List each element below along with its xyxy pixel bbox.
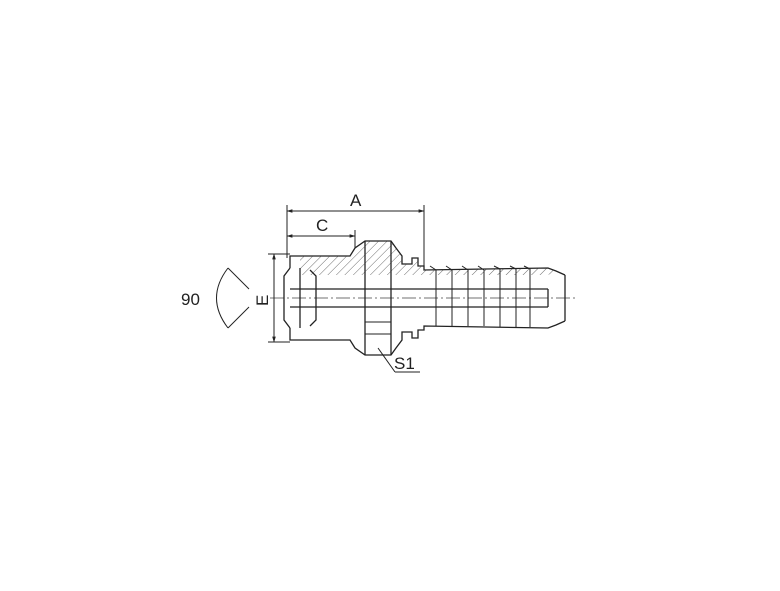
section-hatch: [300, 241, 556, 275]
dimension-e: E: [253, 253, 290, 343]
dimension-c: C: [286, 216, 356, 248]
dimension-a: A: [286, 191, 425, 266]
dimension-a-label: A: [350, 191, 362, 210]
dimension-e-label: E: [253, 295, 272, 306]
cone-angle-dimension: 90: [181, 267, 250, 329]
angle-label: 90: [181, 290, 200, 309]
s1-leader: S1: [377, 347, 420, 373]
dimension-c-label: C: [316, 216, 328, 235]
barb-ridges: [429, 265, 531, 327]
s1-label: S1: [394, 354, 415, 373]
